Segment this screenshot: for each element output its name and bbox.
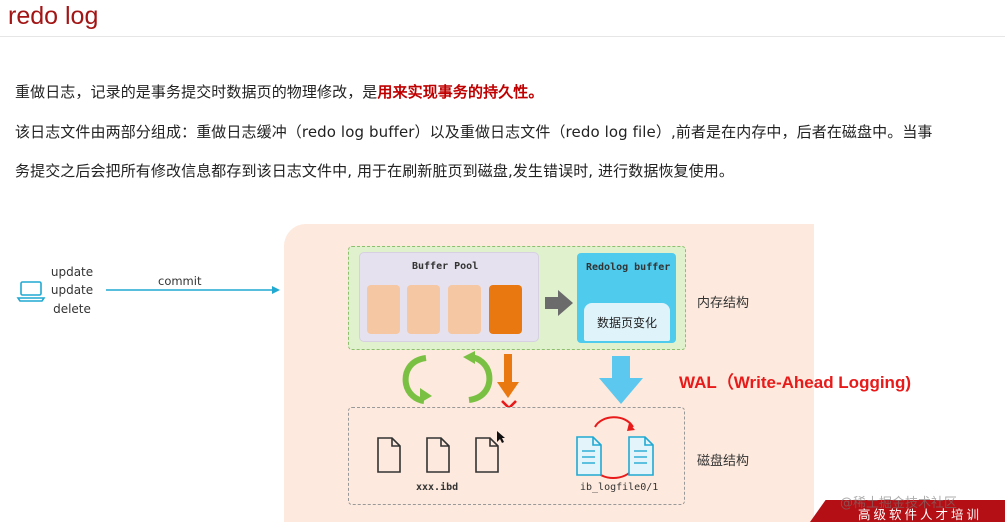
client-op-2: update <box>50 283 94 297</box>
data-page <box>448 285 481 334</box>
buffer-pool-label: Buffer Pool <box>412 261 479 272</box>
memory-structure-label: 内存结构 <box>697 296 750 311</box>
paragraph-line-2: 务提交之后会把所有修改信息都存到该日志文件中, 用于在刷新脏页到磁盘,发生错误时… <box>15 162 734 180</box>
page-title: redo log <box>8 2 99 30</box>
brand-band-text: 高级软件人才培训 <box>858 507 983 522</box>
ibd-file-label: xxx.ibd <box>416 482 459 493</box>
log-file-icon <box>576 416 654 479</box>
redolog-buffer-label: Redolog buffer <box>586 262 671 273</box>
down-arrow-icon <box>599 356 643 404</box>
client-op-3: delete <box>53 302 91 316</box>
client-op-1: update <box>50 265 94 279</box>
commit-label: commit <box>158 274 202 288</box>
data-page <box>367 285 400 334</box>
paragraph-line-1: 该日志文件由两部分组成：重做日志缓冲（redo log buffer）以及重做日… <box>15 123 933 141</box>
data-page <box>407 285 440 334</box>
title-divider <box>0 36 1005 37</box>
cycle-arrows-icon <box>402 355 432 404</box>
file-icon <box>475 437 499 473</box>
file-icon <box>377 437 401 473</box>
laptop-icon <box>16 281 46 302</box>
cycle-arrows-icon <box>463 351 493 403</box>
redolog-inner-box <box>584 303 670 341</box>
down-arrow-icon <box>497 354 519 398</box>
disk-structure-label: 磁盘结构 <box>697 454 750 469</box>
logfile-label: ib_logfile0/1 <box>580 482 659 493</box>
brand-band <box>810 500 1005 522</box>
file-icon <box>426 437 450 473</box>
intro-suffix: 。 <box>528 83 544 101</box>
intro-paragraph: 重做日志，记录的是事务提交时数据页的物理修改，是用来实现事务的持久性。 <box>15 81 544 102</box>
intro-emphasis: 用来实现事务的持久性 <box>377 83 529 101</box>
arrow-right-icon <box>106 286 280 294</box>
gray-arrow-right-icon <box>545 290 573 316</box>
intro-prefix: 重做日志，记录的是事务提交时数据页的物理修改，是 <box>15 83 378 101</box>
wal-label: WAL（Write-Ahead Logging) <box>679 373 911 392</box>
redolog-inner-label: 数据页变化 <box>596 316 657 330</box>
mouse-cursor-icon <box>497 431 505 443</box>
watermark-text: @稀土掘金技术社区 <box>840 496 958 511</box>
dirty-data-page <box>489 285 522 334</box>
